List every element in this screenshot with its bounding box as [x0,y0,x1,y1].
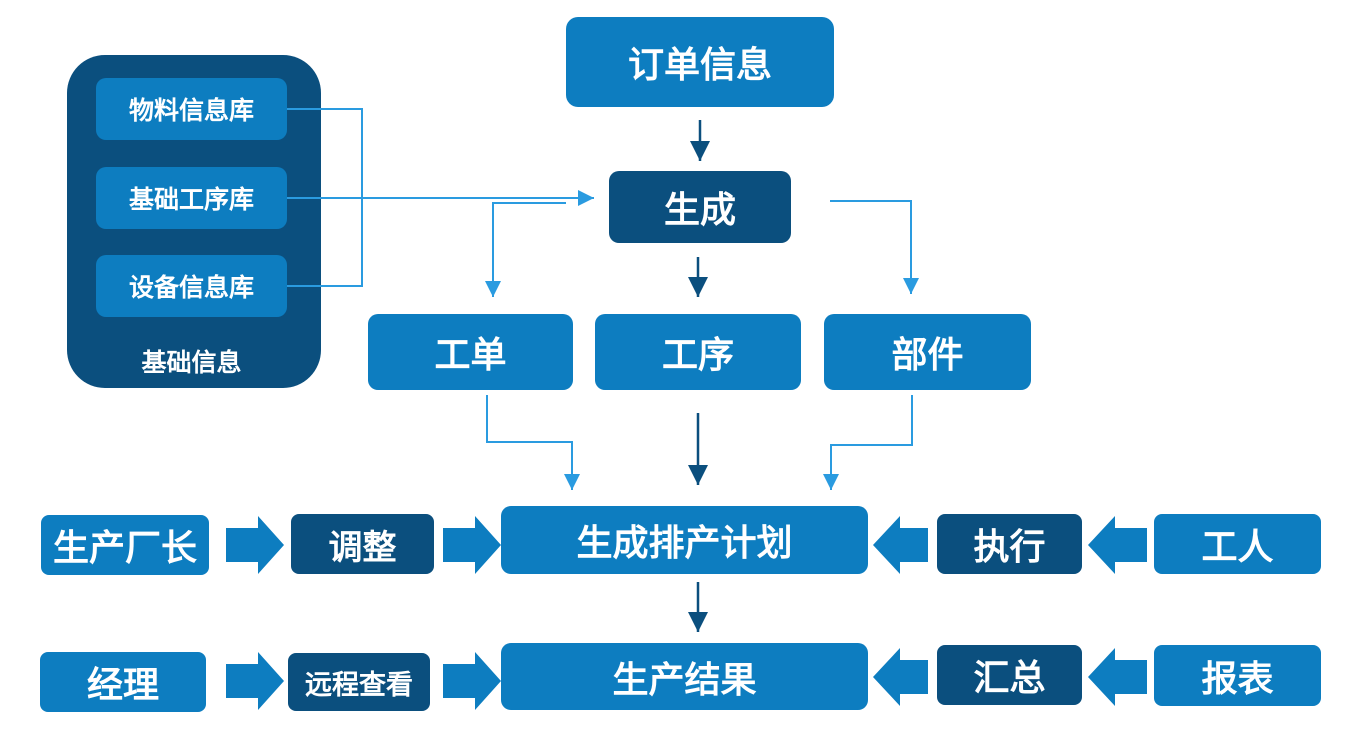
production-schedule-box[interactable]: 生成排产计划 [501,506,868,574]
worker-box[interactable]: 工人 [1154,514,1321,574]
manager-box[interactable]: 经理 [40,652,206,712]
factory-director-box[interactable]: 生产厂长 [41,515,209,575]
generate-to-parts-arrow [830,200,919,294]
work-order-box[interactable]: 工单 [368,314,573,390]
block-arrow-r2-c [873,648,928,706]
block-arrows [226,516,1147,710]
block-arrow-r2-d [1088,648,1147,706]
base-info-item-materials[interactable]: 物料信息库 [96,78,287,140]
report-box[interactable]: 报表 [1154,645,1321,706]
order-info-box[interactable]: 订单信息 [566,17,834,107]
generate-to-workorder-arrow [485,202,566,297]
block-arrow-r1-a [226,516,284,574]
process-box[interactable]: 工序 [595,314,801,390]
block-arrow-r1-d [1088,516,1147,574]
parts-box[interactable]: 部件 [824,314,1031,390]
block-arrow-r1-b [443,516,501,574]
remote-view-box[interactable]: 远程查看 [288,653,430,711]
base-info-item-processes[interactable]: 基础工序库 [96,167,287,229]
base-info-title: 基础信息 [141,348,242,377]
block-arrow-r1-c [873,516,928,574]
production-result-box[interactable]: 生产结果 [501,643,868,710]
block-arrow-r2-a [226,652,284,710]
generate-box[interactable]: 生成 [609,171,791,243]
base-info-connector [287,108,594,287]
parts-to-schedule-arrow [823,395,913,490]
block-arrow-r2-b [443,652,501,710]
execute-box[interactable]: 执行 [937,514,1082,574]
base-info-item-equipment[interactable]: 设备信息库 [96,255,287,317]
summary-box[interactable]: 汇总 [937,645,1082,705]
workorder-to-schedule-arrow [486,395,580,490]
adjust-box[interactable]: 调整 [291,514,434,574]
